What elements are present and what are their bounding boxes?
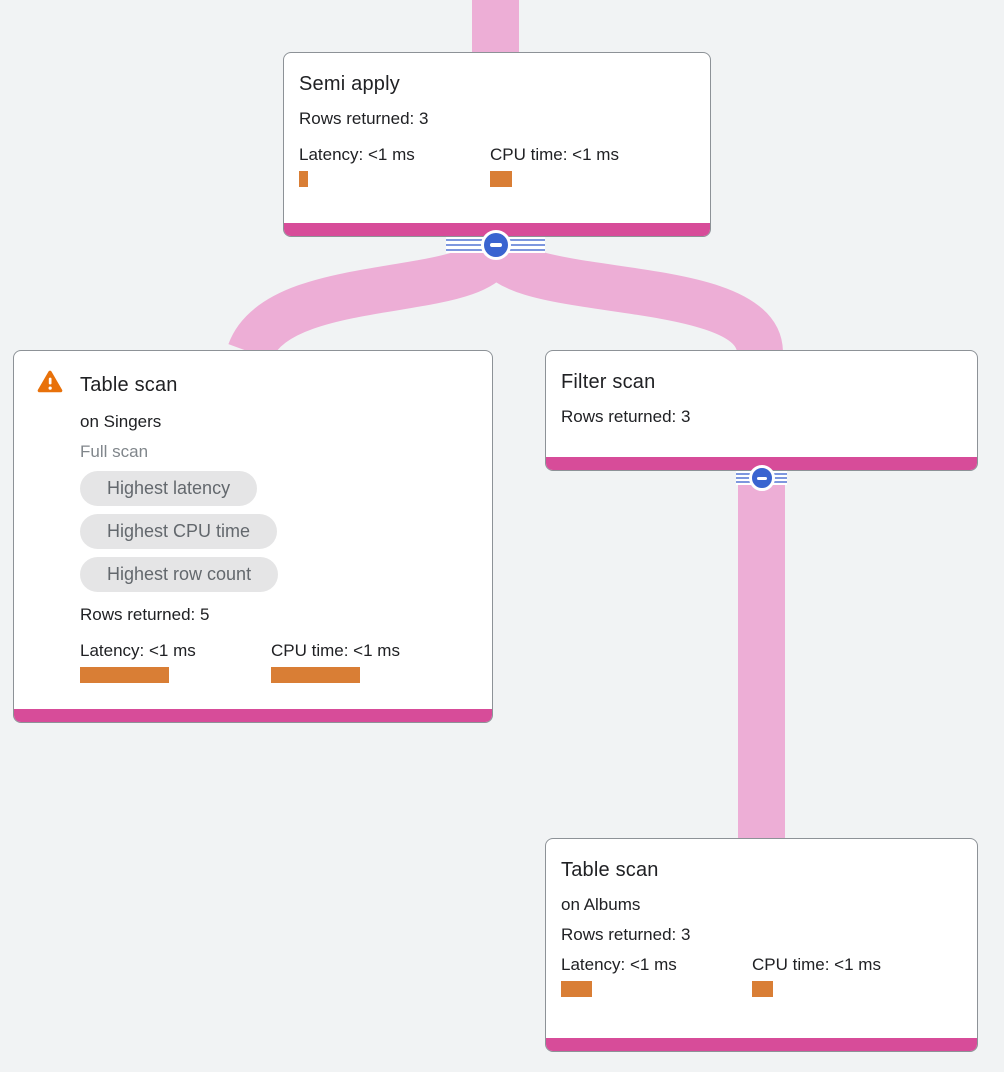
rows-returned-text: Rows returned: 3 [299, 109, 429, 128]
rows-returned-text: Rows returned: 5 [80, 605, 210, 624]
edge-parent-to-semi-apply [472, 0, 519, 57]
node-title-row: Table scan [37, 370, 477, 399]
cpu-time-label: CPU time: <1 ms [490, 145, 619, 164]
node-title: Filter scan [561, 371, 656, 393]
badge-highest-latency: Highest latency [80, 471, 258, 506]
badge-list: Highest latency Highest CPU time Highest… [80, 471, 477, 592]
node-metrics: Latency: <1 ms CPU time: <1 ms [80, 640, 477, 683]
plan-node-table-scan-singers[interactable]: Table scan on Singers Full scan Highest … [13, 350, 493, 723]
edge-filter-scan-to-table-scan-albums [738, 470, 785, 840]
latency-metric: Latency: <1 ms [299, 144, 490, 187]
plan-node-semi-apply[interactable]: Semi apply Rows returned: 3 Latency: <1 … [283, 52, 711, 237]
latency-metric: Latency: <1 ms [561, 954, 752, 997]
cpu-time-metric: CPU time: <1 ms [752, 954, 962, 997]
collapse-button-filter-scan[interactable] [736, 465, 787, 491]
node-title: Table scan [80, 373, 178, 396]
plan-node-table-scan-albums[interactable]: Table scan on Albums Rows returned: 3 La… [545, 838, 978, 1052]
latency-metric: Latency: <1 ms [80, 640, 271, 683]
cpu-time-label: CPU time: <1 ms [271, 641, 400, 660]
badge-highest-cpu-time: Highest CPU time [80, 514, 278, 549]
minus-circle-icon [748, 465, 775, 491]
latency-bar [80, 667, 169, 683]
collapse-button-semi-apply[interactable] [446, 230, 545, 260]
latency-label: Latency: <1 ms [561, 955, 677, 974]
rows-returned-text: Rows returned: 3 [561, 925, 691, 944]
node-accent-bar [14, 709, 492, 722]
badge-highest-row-count: Highest row count [80, 557, 279, 592]
node-title: Table scan [561, 859, 659, 881]
plan-node-filter-scan[interactable]: Filter scan Rows returned: 3 [545, 350, 978, 471]
node-title: Semi apply [299, 73, 400, 95]
scan-mode-text: Full scan [80, 442, 149, 461]
node-accent-bar [284, 223, 710, 236]
minus-circle-icon [480, 230, 511, 260]
node-accent-bar [546, 1038, 977, 1051]
edge-semi-apply-to-table-scan-singers [228, 238, 518, 363]
rows-returned-text: Rows returned: 3 [561, 407, 691, 426]
node-subtitle: on Albums [561, 895, 641, 914]
node-metrics: Latency: <1 ms CPU time: <1 ms [299, 144, 695, 187]
latency-bar [561, 981, 592, 997]
edge-semi-apply-to-filter-scan [472, 237, 783, 357]
node-metrics: Latency: <1 ms CPU time: <1 ms [561, 954, 962, 997]
cpu-time-bar [752, 981, 773, 997]
warning-icon [37, 370, 63, 399]
cpu-time-metric: CPU time: <1 ms [271, 640, 477, 683]
cpu-time-bar [271, 667, 360, 683]
latency-label: Latency: <1 ms [80, 641, 196, 660]
node-subtitle: on Singers [80, 412, 162, 431]
cpu-time-bar [490, 171, 512, 187]
cpu-time-label: CPU time: <1 ms [752, 955, 881, 974]
cpu-time-metric: CPU time: <1 ms [490, 144, 695, 187]
latency-label: Latency: <1 ms [299, 145, 415, 164]
latency-bar [299, 171, 308, 187]
node-body: on Singers Full scan Highest latency Hig… [80, 411, 477, 683]
node-accent-bar [546, 457, 977, 470]
